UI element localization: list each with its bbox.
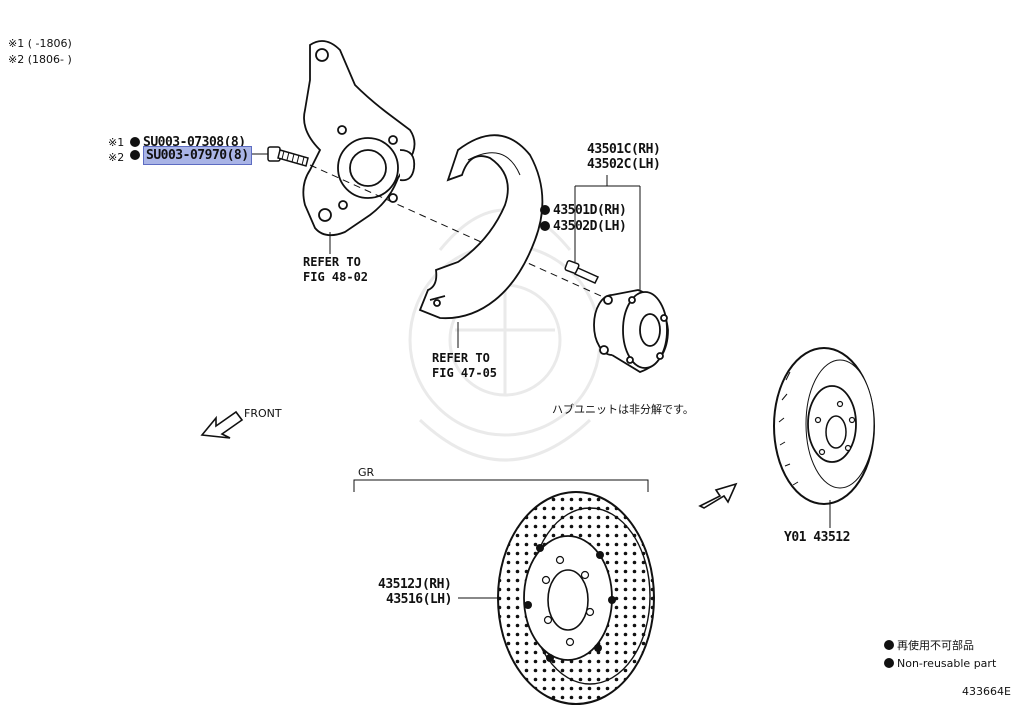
- front-arrow: [200, 410, 244, 439]
- bolt-part-2-number-highlighted: SU003-07970(8): [143, 146, 252, 165]
- assembly-line: [309, 164, 611, 301]
- bolt-part-1-number: SU003-07308(8): [143, 135, 246, 150]
- legend-jp-text: 再使用不可部品: [897, 639, 974, 652]
- knuckle-ref-link[interactable]: FIG 48-02: [303, 270, 369, 284]
- knuckle-ref-line1: REFER TO: [303, 255, 361, 269]
- non-reusable-icon: [540, 221, 550, 231]
- non-reusable-icon: [540, 205, 550, 215]
- hub-bolt-part-rh[interactable]: 43501D(RH): [540, 203, 627, 218]
- hub-bolt-part-rh-number: 43501D(RH): [553, 203, 627, 218]
- bolt-part-1[interactable]: SU003-07308(8): [130, 136, 246, 149]
- bolt-part-2[interactable]: SU003-07970(8): [130, 146, 252, 165]
- non-reusable-icon: [884, 658, 894, 668]
- gr-label: GR: [358, 466, 375, 479]
- legend-jp: 再使用不可部品: [884, 640, 974, 651]
- disc-arrow: [698, 482, 738, 509]
- gr-disc-part-rh[interactable]: 43512J(RH): [378, 577, 452, 592]
- hub-note: ハブユニットは非分解です。: [552, 403, 694, 416]
- shield-ref-line1: REFER TO: [432, 351, 490, 365]
- note-2: ※2 (1806- ): [8, 53, 72, 66]
- standard-brake-disc: [773, 347, 875, 505]
- front-label: FRONT: [244, 407, 282, 420]
- hub-unit: [593, 289, 669, 373]
- steering-knuckle: [302, 40, 416, 237]
- gr-brake-disc: [497, 491, 655, 705]
- figure-id: 433664E: [962, 685, 1011, 698]
- note-1: ※1 ( -1806): [8, 37, 72, 50]
- hub-bolt-part-lh-number: 43502D(LH): [553, 219, 627, 234]
- shield-ref-link[interactable]: FIG 47-05: [432, 366, 498, 380]
- knuckle-bolt: [267, 146, 309, 167]
- dust-shield: [418, 134, 544, 320]
- standard-disc-part[interactable]: Y01 43512: [784, 530, 850, 545]
- legend-en-text: Non-reusable part: [897, 657, 997, 670]
- hub-part-rh[interactable]: 43501C(RH): [587, 142, 661, 157]
- hub-part-lh[interactable]: 43502C(LH): [587, 157, 661, 172]
- hub-bolt-part-lh[interactable]: 43502D(LH): [540, 219, 627, 234]
- bolt-mark-1: ※1: [108, 136, 125, 149]
- gr-bracket: [353, 479, 649, 492]
- bolt-mark-2: ※2: [108, 151, 125, 164]
- non-reusable-icon: [130, 137, 140, 147]
- non-reusable-icon: [884, 640, 894, 650]
- non-reusable-icon: [130, 150, 140, 160]
- legend-en: Non-reusable part: [884, 658, 996, 669]
- gr-disc-part-lh[interactable]: 43516(LH): [386, 592, 452, 607]
- hub-bolt: [564, 260, 600, 284]
- hub-bracket: [574, 175, 641, 290]
